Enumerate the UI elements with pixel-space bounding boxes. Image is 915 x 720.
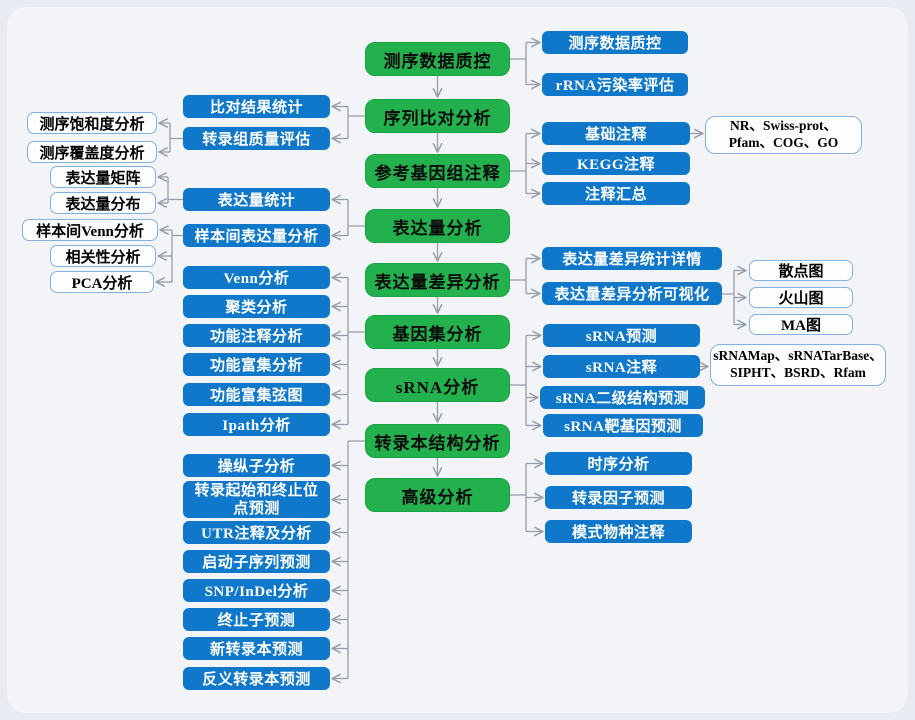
sub-cluster-analysis: 聚类分析 <box>183 295 330 318</box>
main-step-differential-expression: 表达量差异分析 <box>365 263 510 297</box>
sub-srna-secondary-structure: sRNA二级结构预测 <box>540 386 705 409</box>
sub-model-species-annotation: 模式物种注释 <box>545 520 692 543</box>
sub-function-annotation-analysis: 功能注释分析 <box>183 324 330 347</box>
out-saturation-analysis: 测序饱和度分析 <box>27 112 157 134</box>
sub-terminator-prediction: 终止子预测 <box>183 608 330 631</box>
out-srna-databases: sRNAMap、sRNATarBase、 SIPHT、BSRD、Rfam <box>710 344 886 386</box>
sub-deg-visualization: 表达量差异分析可视化 <box>542 282 722 305</box>
sub-time-series-analysis: 时序分析 <box>545 452 692 475</box>
out-scatter-plot: 散点图 <box>749 260 853 281</box>
main-step-transcript-structure: 转录本结构分析 <box>365 424 510 458</box>
out-pca-analysis: PCA分析 <box>50 271 154 293</box>
sub-function-enrichment-chord: 功能富集弦图 <box>183 383 330 406</box>
sub-promoter-prediction: 启动子序列预测 <box>183 550 330 573</box>
out-expression-matrix: 表达量矩阵 <box>50 166 156 188</box>
sub-expression-stats: 表达量统计 <box>183 188 330 211</box>
sub-antisense-transcript-prediction: 反义转录本预测 <box>183 667 330 690</box>
main-step-ref-genome-annotation: 参考基因组注释 <box>365 154 510 188</box>
sub-sequencing-data-qc: 测序数据质控 <box>542 31 688 54</box>
main-step-sequence-alignment: 序列比对分析 <box>365 99 510 133</box>
out-ma-plot: MA图 <box>749 314 853 335</box>
sub-rrna-contamination: rRNA污染率评估 <box>542 73 688 96</box>
sub-utr-annotation: UTR注释及分析 <box>183 521 330 544</box>
main-step-gene-set-analysis: 基因集分析 <box>365 315 510 349</box>
out-annotation-databases: NR、Swiss-prot、 Pfam、COG、GO <box>705 116 862 154</box>
out-coverage-analysis: 测序覆盖度分析 <box>27 141 157 163</box>
sub-operon-analysis: 操纵子分析 <box>183 454 330 477</box>
sub-ipath-analysis: Ipath分析 <box>183 413 330 436</box>
sub-inter-sample-expression: 样本间表达量分析 <box>183 224 330 247</box>
sub-tf-prediction: 转录因子预测 <box>545 486 692 509</box>
sub-alignment-result-stats: 比对结果统计 <box>183 95 330 118</box>
sub-venn-analysis: Venn分析 <box>183 266 330 289</box>
sub-kegg-annotation: KEGG注释 <box>542 152 690 175</box>
out-sample-venn: 样本间Venn分析 <box>22 219 158 241</box>
out-expression-distribution: 表达量分布 <box>50 192 156 214</box>
sub-srna-prediction: sRNA预测 <box>543 324 700 347</box>
main-step-sequencing-data-qc: 测序数据质控 <box>365 42 510 76</box>
out-correlation-analysis: 相关性分析 <box>50 245 156 267</box>
out-volcano-plot: 火山图 <box>749 287 853 308</box>
sub-srna-annotation: sRNA注释 <box>543 355 700 378</box>
sub-function-enrichment-analysis: 功能富集分析 <box>183 353 330 376</box>
sub-snp-indel-analysis: SNP/InDel分析 <box>183 579 330 602</box>
sub-tss-tts-prediction: 转录起始和终止位点预测 <box>183 481 330 518</box>
main-step-srna-analysis: sRNA分析 <box>365 368 510 402</box>
main-step-advanced-analysis: 高级分析 <box>365 478 510 512</box>
sub-basic-annotation: 基础注释 <box>542 122 690 145</box>
sub-novel-transcript-prediction: 新转录本预测 <box>183 637 330 660</box>
sub-deg-stats-detail: 表达量差异统计详情 <box>542 247 722 270</box>
sub-srna-target-prediction: sRNA靶基因预测 <box>543 414 703 437</box>
main-step-expression-analysis: 表达量分析 <box>365 209 510 243</box>
sub-annotation-summary: 注释汇总 <box>542 182 690 205</box>
sub-transcriptome-quality: 转录组质量评估 <box>183 127 330 150</box>
